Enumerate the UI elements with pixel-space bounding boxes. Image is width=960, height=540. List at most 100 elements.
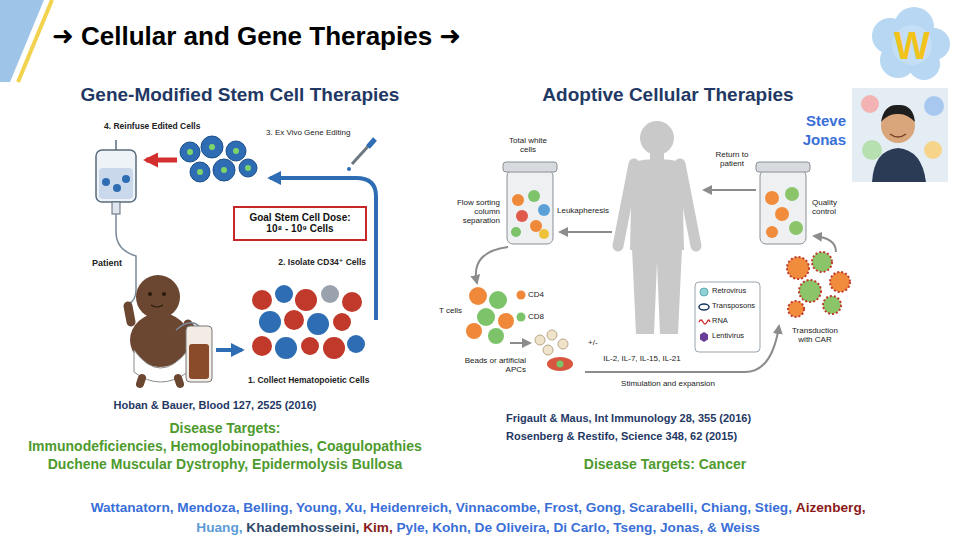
legend-text: Transposons [712, 302, 755, 311]
beads-apc [558, 339, 568, 349]
citation: Hoban & Bauer, Blood 127, 2525 (2016) [114, 399, 317, 412]
t-cells [517, 291, 526, 300]
vector-legend-box [699, 304, 709, 310]
iv-bag [115, 140, 117, 150]
portrait-photo [881, 105, 915, 122]
human-silhouette [618, 121, 696, 334]
leukapheresis-container [538, 204, 550, 216]
t-cells [466, 323, 482, 339]
disease-targets: Duchene Muscular Dystrophy, Epidermolysi… [48, 456, 403, 472]
legend-text: Retrovirus [712, 287, 746, 296]
step-label: 3. Ex Vivo Gene Editing [266, 128, 350, 137]
collected-cells [284, 310, 304, 330]
author-name: Aizenberg, [796, 500, 866, 515]
pipette [368, 139, 375, 147]
leukapheresis-container [539, 229, 549, 239]
author-name: Huang, [196, 520, 242, 535]
vector-legend-box [700, 288, 708, 296]
leukapheresis-container [507, 170, 553, 244]
edited-cells [197, 169, 203, 175]
portrait-photo [862, 140, 882, 160]
t-cells [498, 313, 514, 329]
car-t-cells [799, 280, 821, 302]
patient-baby [136, 275, 180, 319]
corner-band [0, 0, 52, 82]
t-cells [466, 287, 526, 344]
portrait-photo [872, 148, 926, 182]
edited-cells [190, 162, 210, 182]
product-container [756, 162, 810, 244]
t-cells [489, 291, 507, 309]
t-cells [488, 328, 504, 344]
edited-cells [209, 144, 215, 150]
disease-targets: Disease Targets: [169, 420, 280, 436]
author-line: Wattanatorn, Mendoza, Belling, Young, Xu… [0, 500, 960, 515]
process-arrow [814, 236, 836, 252]
logo-brain [872, 7, 950, 80]
process-arrow [476, 247, 508, 283]
edited-cells [213, 159, 235, 181]
human-silhouette [680, 164, 696, 246]
collected-cells [259, 311, 281, 333]
collected-cells [301, 337, 319, 355]
corner-band [18, 0, 52, 82]
portrait-photo [861, 95, 879, 113]
leukapheresis-container [503, 162, 557, 244]
product-container [775, 207, 789, 221]
process-arrow [270, 178, 376, 320]
product-container [785, 187, 799, 201]
process-arrow [216, 348, 242, 352]
leukapheresis-container [512, 194, 524, 206]
collected-cells [323, 337, 345, 359]
patient-baby [128, 306, 131, 322]
collected-cells [321, 285, 339, 303]
person-name: Steve [806, 112, 846, 129]
process-arrow [704, 189, 756, 191]
collected-cells [342, 292, 362, 312]
product-container [756, 162, 810, 172]
collected-cells [307, 313, 329, 335]
section-heading: Gene-Modified Stem Cell Therapies [81, 84, 400, 106]
product-container [766, 226, 778, 238]
step-label: 2. Isolate CD34⁺ Cells [278, 258, 366, 268]
illustration-label: Transduction with CAR [786, 326, 844, 344]
slide-title: ➜ Cellular and Gene Therapies ➜ [52, 22, 461, 52]
illustration-label: Flow sorting column separation [438, 198, 500, 226]
patient-baby [162, 292, 166, 296]
legend-text: Lentivirus [712, 332, 744, 341]
author-name: Pyle, Kohn, De Oliveira, Di Carlo, Tseng… [397, 520, 760, 535]
author-name: Wattanatorn, Mendoza, Belling, Young, Xu… [91, 500, 792, 515]
car-t-cells [788, 301, 804, 317]
car-t-cells [823, 296, 841, 314]
t-cells [517, 313, 526, 322]
collected-cells [252, 285, 365, 359]
author-line: Huang,Khademhosseini,Kim,Pyle, Kohn, De … [0, 520, 960, 535]
beads-apc [543, 345, 553, 355]
collected-cells [347, 335, 365, 353]
iv-bag [102, 178, 110, 186]
edited-cells [233, 148, 239, 154]
citation: Rosenberg & Restifo, Science 348, 62 (20… [506, 430, 737, 443]
vector-legend-box [700, 332, 708, 342]
dose-box: Goal Stem Cell Dose: 10⁸ - 10⁹ Cells [233, 206, 367, 241]
illustration-label: +/- [588, 338, 598, 347]
iv-bag [122, 175, 130, 183]
illustration-label: T cells [439, 306, 462, 315]
illustration-label: Quality control [812, 198, 852, 216]
collection-bag [189, 344, 209, 379]
illustration-label: IL-2, IL-7, IL-15, IL-21 [603, 354, 680, 363]
product-container [760, 170, 806, 244]
collection-bag [176, 323, 212, 382]
iv-bag [113, 184, 121, 192]
iv-bag [112, 202, 120, 214]
process-arrow [585, 326, 779, 372]
process-arrow [560, 231, 612, 233]
vector-legend-box [699, 320, 710, 324]
vector-legend-box [695, 282, 760, 352]
disease-targets: Immunodeficiencies, Hemoglobinopathies, … [28, 438, 422, 454]
leukapheresis-container [511, 227, 521, 237]
patient-label: Patient [92, 258, 122, 268]
illustration-label: Beads or artificial APCs [464, 356, 526, 374]
leukapheresis-container [528, 190, 540, 202]
iv-bag [96, 150, 136, 202]
